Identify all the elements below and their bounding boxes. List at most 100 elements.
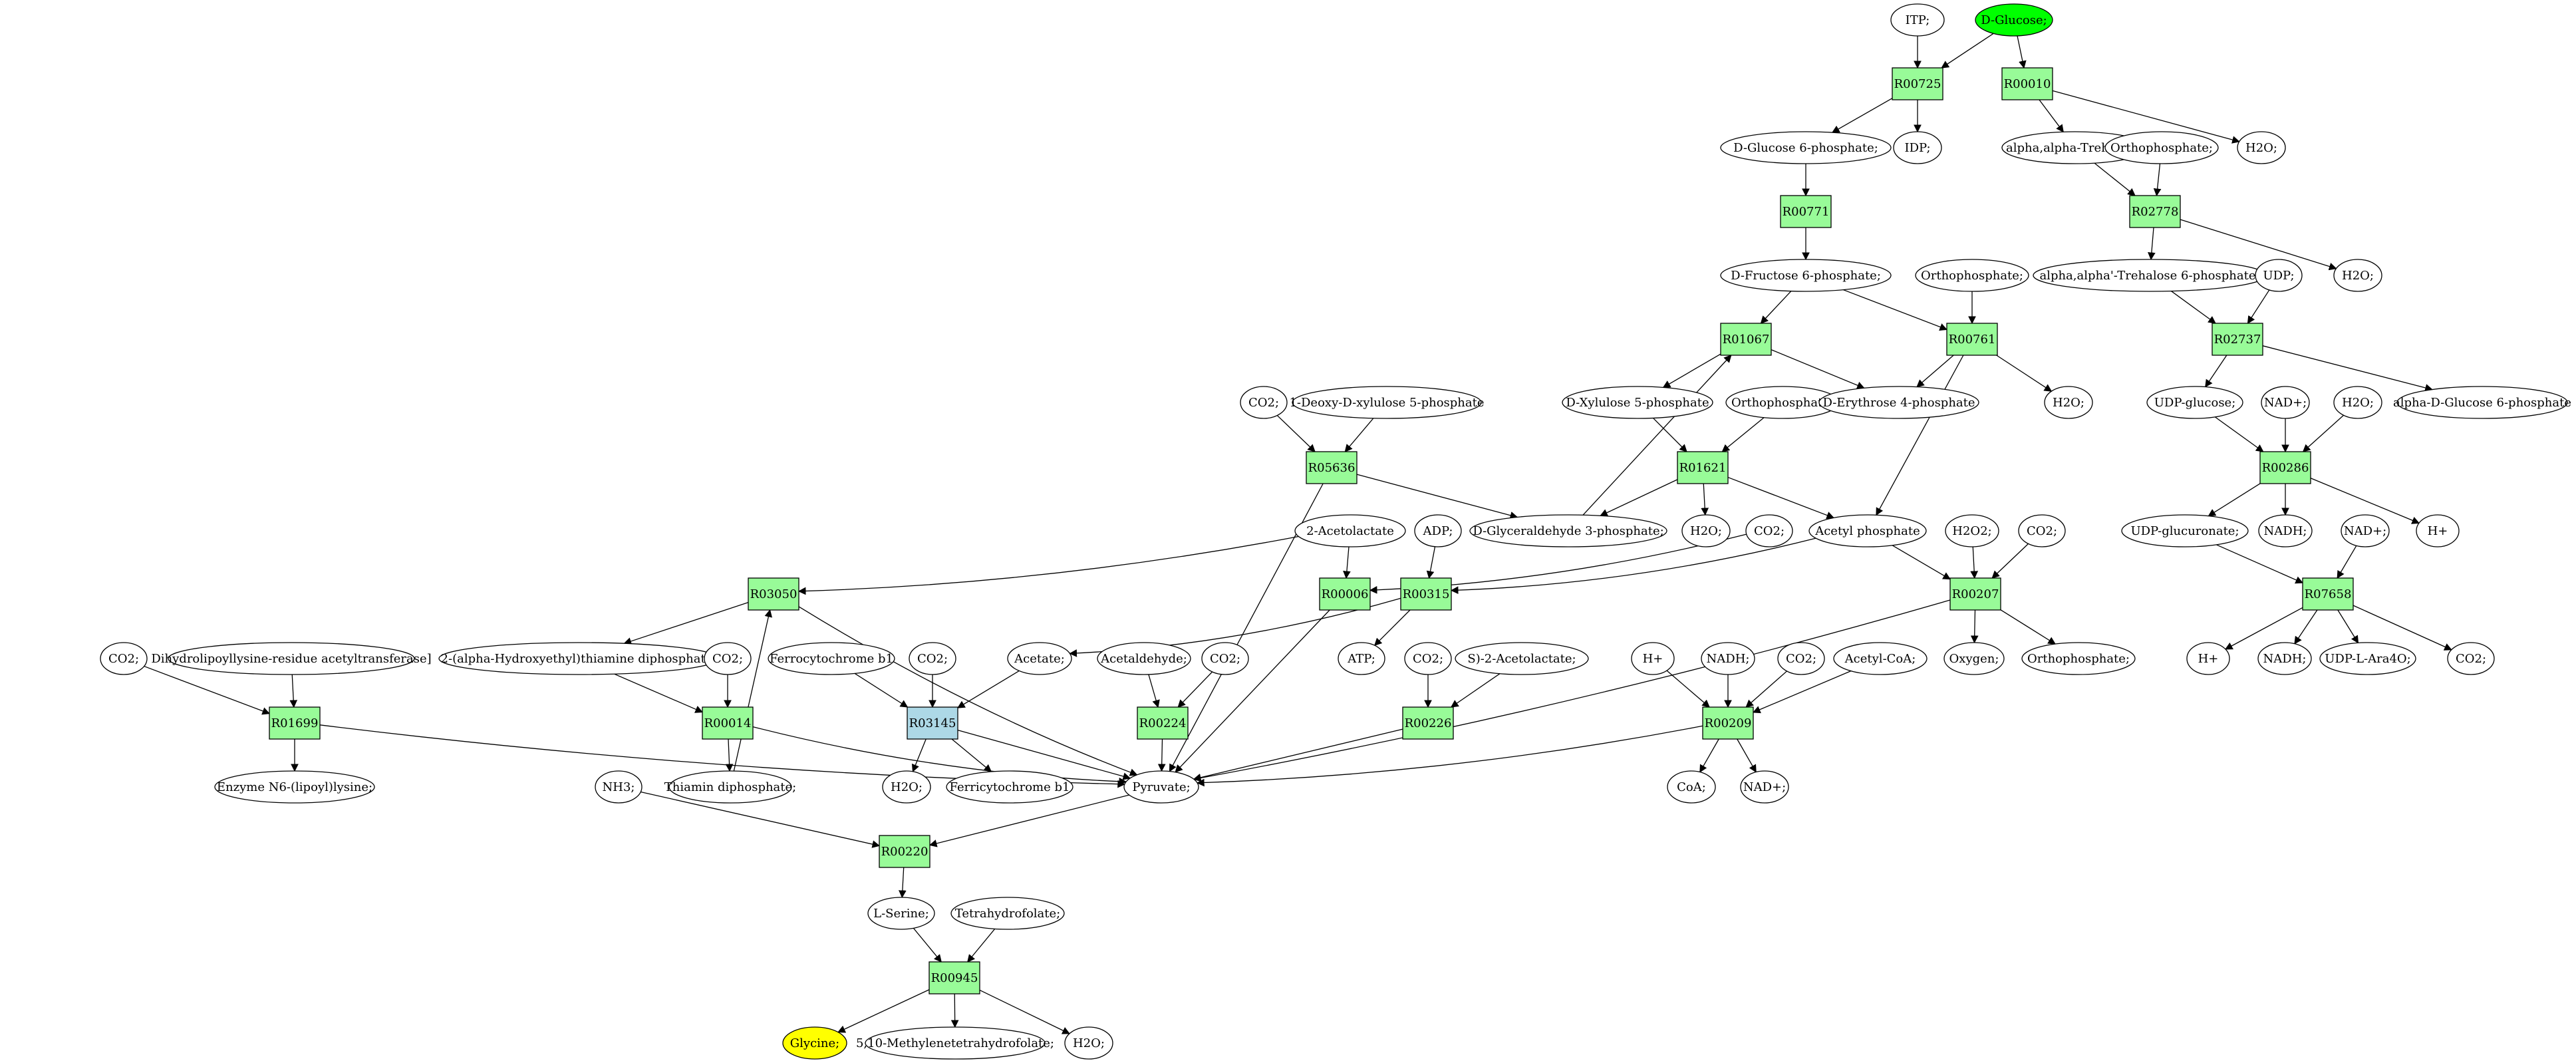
compound-node-dglucose[interactable]: D-Glucose; — [1975, 3, 2053, 37]
compound-node-co2_h[interactable]: CO2; — [1404, 642, 1452, 675]
compound-node-gap[interactable]: D-Glyceraldehyde 3-phosphate; — [1469, 514, 1667, 547]
compound-node-nadh_a[interactable]: NADH; — [2258, 514, 2313, 547]
compound-node-ortho3[interactable]: Orthophosphate; — [1725, 386, 1840, 419]
reaction-node-R00006[interactable]: R00006 — [1319, 577, 1371, 611]
compound-node-acetylp[interactable]: Acetyl phosphate — [1808, 514, 1927, 547]
reaction-node-R01699[interactable]: R01699 — [269, 706, 321, 740]
compound-node-acetate[interactable]: Acetate; — [1007, 642, 1072, 675]
edge-df6p-to-R00761 — [1842, 289, 1948, 331]
compound-node-co2_c[interactable]: CO2; — [2018, 514, 2066, 547]
reaction-box — [702, 706, 754, 740]
reaction-node-R00224[interactable]: R00224 — [1137, 706, 1189, 740]
compound-node-oxygen[interactable]: Oxygen; — [1943, 642, 2005, 675]
compound-node-nh3[interactable]: NH3; — [595, 770, 643, 804]
reaction-node-R02737[interactable]: R02737 — [2212, 323, 2263, 356]
compound-node-co2_b[interactable]: CO2; — [1745, 514, 1793, 547]
reaction-node-R02778[interactable]: R02778 — [2129, 195, 2181, 228]
reaction-node-R00220[interactable]: R00220 — [879, 835, 930, 868]
compound-node-nadp_a[interactable]: NAD+; — [2261, 386, 2310, 419]
reaction-node-R01067[interactable]: R01067 — [1720, 323, 1772, 356]
compound-node-co2_f[interactable]: CO2; — [909, 642, 956, 675]
compound-node-acetald[interactable]: Acetaldehyde; — [1097, 642, 1191, 675]
compound-node-itp[interactable]: ITP; — [1890, 3, 1945, 37]
reaction-node-R00945[interactable]: R00945 — [929, 961, 980, 994]
compound-node-h2o_c[interactable]: H2O; — [2044, 386, 2093, 419]
reaction-node-R00014[interactable]: R00014 — [702, 706, 754, 740]
compound-node-s2acet[interactable]: S)-2-Acetolactate; — [1455, 642, 1589, 675]
compound-node-udp[interactable]: UDP; — [2255, 259, 2303, 292]
compound-node-h2o_e[interactable]: H2O; — [1681, 514, 1731, 547]
compound-node-enzyme[interactable]: Enzyme N6-(lipoyl)lysine; — [214, 770, 375, 804]
compound-node-udpara[interactable]: UDP-L-Ara4O; — [2319, 642, 2416, 675]
compound-node-adp[interactable]: ADP; — [1414, 514, 1462, 547]
compound-node-ortho2[interactable]: Orthophosphate; — [1915, 259, 2029, 292]
node-label: CO2; — [1754, 524, 1785, 538]
compound-node-nadh_c[interactable]: NADH; — [2257, 642, 2312, 675]
compound-node-t6p[interactable]: alpha,alpha'-Trehalose 6-phosphate; — [2033, 259, 2267, 292]
compound-node-h2o_f[interactable]: H2O; — [882, 770, 931, 804]
reaction-node-R03050[interactable]: R03050 — [748, 577, 799, 611]
compound-node-idp[interactable]: IDP; — [1893, 131, 1942, 164]
compound-node-nadp_b[interactable]: NAD+; — [2341, 514, 2390, 547]
reaction-node-R01621[interactable]: R01621 — [1677, 451, 1729, 484]
edge-R00014-to-pyruvate — [752, 726, 1127, 786]
compound-node-hplus_a[interactable]: H+ — [2416, 514, 2460, 547]
compound-node-de4p[interactable]: D-Erythrose 4-phosphate — [1818, 386, 1979, 419]
compound-ellipse — [2146, 386, 2243, 419]
compound-node-thf[interactable]: Tetrahydrofolate; — [950, 897, 1065, 930]
compound-node-co2_e[interactable]: CO2; — [704, 642, 752, 675]
compound-node-dx5p[interactable]: D-Xylulose 5-phosphate — [1562, 386, 1713, 419]
reaction-node-R00226[interactable]: R00226 — [1402, 706, 1454, 740]
compound-node-methylene[interactable]: 5,10-Methylenetetrahydrofolate; — [856, 1026, 1054, 1060]
compound-node-glycine[interactable]: Glycine; — [782, 1026, 847, 1060]
compound-node-lserine[interactable]: L-Serine; — [867, 897, 935, 930]
compound-node-h2o_b[interactable]: H2O; — [2333, 259, 2382, 292]
compound-node-pyruvate[interactable]: Pyruvate; — [1123, 770, 1199, 804]
compound-ellipse — [2258, 514, 2313, 547]
edge-R00209-to-coa — [1699, 738, 1719, 773]
compound-node-ferric[interactable]: Ferricytochrome b1 — [946, 770, 1073, 804]
compound-node-hplus_c[interactable]: H+ — [2186, 642, 2230, 675]
compound-node-ferroc[interactable]: Ferrocytochrome b1 — [768, 642, 895, 675]
compound-node-co2_g[interactable]: CO2; — [1201, 642, 1249, 675]
reaction-node-R00286[interactable]: R00286 — [2259, 451, 2311, 484]
compound-node-ag6p[interactable]: alpha-D-Glucose 6-phosphate — [2393, 386, 2571, 419]
compound-node-atp[interactable]: ATP; — [1338, 642, 1385, 675]
reaction-node-R00207[interactable]: R00207 — [1949, 577, 2001, 611]
reaction-node-R00761[interactable]: R00761 — [1946, 323, 1998, 356]
reaction-node-R00771[interactable]: R00771 — [1780, 195, 1832, 228]
reaction-node-R07658[interactable]: R07658 — [2302, 577, 2354, 611]
compound-node-co2_a[interactable]: CO2; — [1240, 386, 1288, 419]
compound-node-coa[interactable]: CoA; — [1667, 770, 1716, 804]
reaction-node-R00315[interactable]: R00315 — [1400, 577, 1452, 611]
compound-node-dg6p[interactable]: D-Glucose 6-phosphate; — [1720, 131, 1892, 164]
compound-node-acetylcoa[interactable]: Acetyl-CoA; — [1833, 642, 1928, 675]
compound-node-ortho1[interactable]: Orthophosphate; — [2104, 131, 2219, 164]
compound-node-co2_d[interactable]: CO2; — [100, 642, 148, 675]
reaction-node-R00209[interactable]: R00209 — [1702, 706, 1754, 740]
reaction-node-R03145[interactable]: R03145 — [907, 706, 958, 740]
compound-node-ortho4[interactable]: Orthophosphate; — [2021, 642, 2136, 675]
reaction-node-R00010[interactable]: R00010 — [2001, 67, 2053, 100]
compound-node-dxp[interactable]: 1-Deoxy-D-xylulose 5-phosphate — [1289, 386, 1485, 419]
compound-node-hplus_b[interactable]: H+ — [1631, 642, 1675, 675]
compound-node-udpglcu[interactable]: UDP-glucuronate; — [2121, 514, 2249, 547]
compound-node-hethtpp[interactable]: 2-(alpha-Hydroxyethyl)thiamine diphospha… — [438, 642, 719, 675]
compound-node-thiamin[interactable]: Thiamin diphosphate; — [664, 770, 797, 804]
compound-node-h2o_a[interactable]: H2O; — [2237, 131, 2286, 164]
compound-node-h2o_d[interactable]: H2O; — [2333, 386, 2382, 419]
compound-node-acetolactate[interactable]: 2-Acetolactate — [1294, 514, 1406, 547]
reaction-node-R00725[interactable]: R00725 — [1892, 67, 1943, 100]
compound-node-h2o_g[interactable]: H2O; — [1064, 1026, 1113, 1060]
compound-node-co2_i[interactable]: CO2; — [1777, 642, 1825, 675]
reaction-node-R05636[interactable]: R05636 — [1306, 451, 1358, 484]
compound-node-nadh_b[interactable]: NADH; — [1701, 642, 1755, 675]
compound-node-dihydro[interactable]: Dihydrolipoyllysine-residue acetyltransf… — [151, 642, 432, 675]
compound-node-h2o2[interactable]: H2O2; — [1945, 514, 1999, 547]
compound-node-nadp_c[interactable]: NAD+; — [1740, 770, 1789, 804]
compound-node-co2_j[interactable]: CO2; — [2447, 642, 2495, 675]
compound-node-df6p[interactable]: D-Fructose 6-phosphate; — [1720, 259, 1892, 292]
reaction-box — [1720, 323, 1772, 356]
edge-R00761-to-h2o_c — [1996, 355, 2053, 392]
compound-node-udpglc[interactable]: UDP-glucose; — [2146, 386, 2243, 419]
